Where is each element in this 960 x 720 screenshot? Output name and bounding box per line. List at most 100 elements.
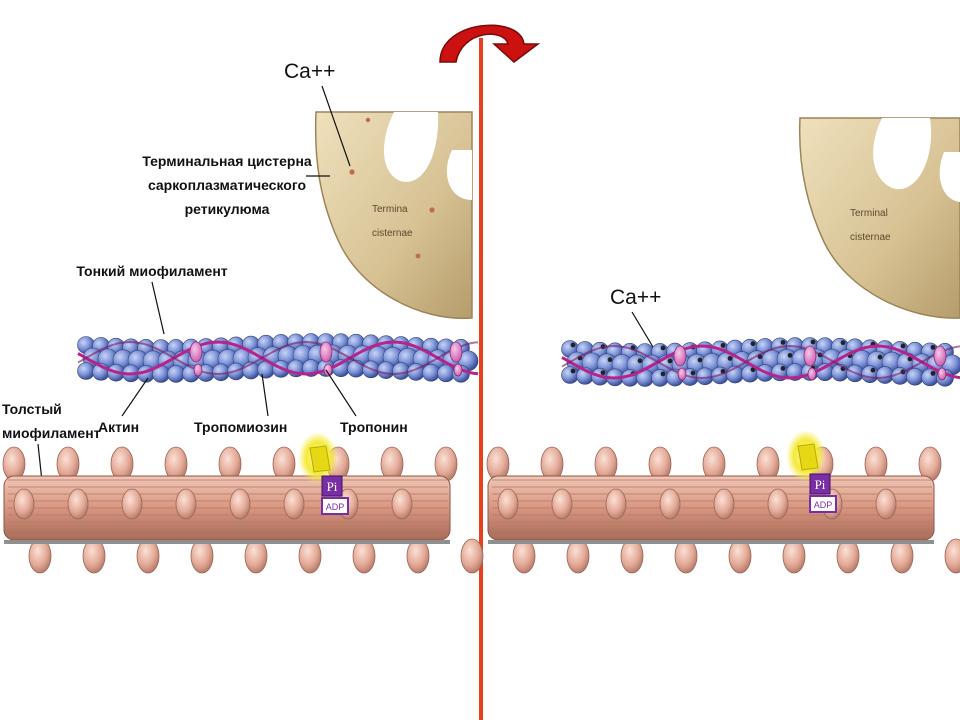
cistern-label-line-3: ретикулюма xyxy=(185,201,270,217)
curved-arrow-icon xyxy=(439,24,541,63)
myosin-head xyxy=(551,488,573,520)
troponin-complex xyxy=(323,363,333,377)
binding-site-dot xyxy=(697,357,703,363)
binding-site-dot xyxy=(637,358,643,364)
myosin-head xyxy=(460,538,484,574)
myosin-head xyxy=(620,538,644,574)
myosin-head xyxy=(121,488,143,520)
tropomyosin-pointer xyxy=(261,373,269,417)
troponin-pointer xyxy=(325,369,357,417)
right-terminal-cistern: Terminal cisternae xyxy=(798,117,960,319)
actin-pointer xyxy=(121,377,149,417)
binding-site-dot xyxy=(667,358,673,364)
left-pi-label: Pi xyxy=(327,479,338,494)
myosin-head xyxy=(229,488,251,520)
binding-site-dot xyxy=(720,343,726,348)
myosin-head xyxy=(782,538,806,574)
actin-bead xyxy=(561,366,579,384)
myosin-head xyxy=(944,538,960,574)
thick-filament-label-line-2: миофиламент xyxy=(2,425,101,441)
binding-site-dot xyxy=(930,344,936,350)
left-ca-pointer xyxy=(321,85,351,167)
right-cistern-inner-text-2: cisternae xyxy=(850,232,891,243)
myosin-head xyxy=(728,538,752,574)
binding-site-dot xyxy=(727,356,733,361)
right-atp-site: Pi ADP xyxy=(786,430,837,513)
myosin-head xyxy=(406,538,430,574)
myosin-head xyxy=(391,488,413,520)
binding-site-dot xyxy=(570,342,576,348)
myosin-head xyxy=(175,488,197,520)
myosin-head xyxy=(566,538,590,574)
actin-bead xyxy=(437,364,455,383)
troponin-complex xyxy=(449,341,463,363)
myosin-head xyxy=(28,538,52,574)
tropomyosin-label: Тропомиозин xyxy=(194,419,287,435)
myosin-head xyxy=(875,488,897,520)
binding-site-dot xyxy=(660,345,666,351)
cistern-label-line-2: саркоплазматического xyxy=(148,177,306,193)
troponin-complex xyxy=(677,367,687,381)
actin-bead xyxy=(921,368,939,387)
binding-site-dot xyxy=(750,367,756,373)
actin-bead xyxy=(861,365,879,383)
cistern-label-line-1: Терминальная цистерна xyxy=(142,153,312,169)
right-ca-label: Ca++ xyxy=(610,286,661,309)
binding-site-dot xyxy=(840,340,846,346)
left-adp-label: ADP xyxy=(326,502,345,512)
troponin-complex xyxy=(807,367,817,381)
binding-site-dot xyxy=(607,357,613,363)
myosin-head xyxy=(674,538,698,574)
binding-site-dot xyxy=(660,371,666,377)
myosin-head xyxy=(13,488,35,520)
actin-bead xyxy=(347,359,365,378)
tropomyosin-strand xyxy=(561,344,960,380)
myosin-head xyxy=(767,488,789,520)
myosin-head xyxy=(298,538,322,574)
actin-bead xyxy=(422,363,440,382)
right-panel: Terminal cisternae Ca++ Pi ADP xyxy=(486,117,960,574)
right-cistern-inner-text-1: Terminal xyxy=(850,208,888,219)
myosin-head xyxy=(512,538,536,574)
troponin-complex xyxy=(193,363,203,377)
myosin-head xyxy=(713,488,735,520)
myosin-head xyxy=(82,538,106,574)
myosin-head xyxy=(836,538,860,574)
myosin-head xyxy=(67,488,89,520)
left-atp-site: Pi ADP xyxy=(298,432,349,515)
myosin-head xyxy=(890,538,914,574)
troponin-complex xyxy=(803,345,817,367)
binding-site-dot xyxy=(570,368,576,374)
troponin-complex xyxy=(319,341,333,363)
myosin-head xyxy=(283,488,305,520)
myosin-head xyxy=(352,538,376,574)
right-pi-label: Pi xyxy=(815,477,826,492)
actin-bead xyxy=(651,369,669,387)
left-panel: Termina cisternae Ca++ Терминальная цист… xyxy=(2,60,484,574)
troponin-label: Тропонин xyxy=(340,419,408,435)
right-thin-filament xyxy=(561,337,960,387)
left-terminal-cistern: Termina cisternae xyxy=(314,111,473,320)
binding-site-dot xyxy=(787,352,793,358)
troponin-complex xyxy=(937,367,947,381)
thick-filament-label-line-1: Толстый xyxy=(2,401,62,417)
left-thin-filament xyxy=(77,333,479,383)
left-ca-label: Ca++ xyxy=(284,60,335,83)
binding-site-dot xyxy=(600,370,606,376)
actin-bead xyxy=(77,362,95,380)
left-cistern-inner-text-1: Termina xyxy=(372,204,408,215)
binding-site-dot xyxy=(780,365,786,371)
troponin-complex xyxy=(673,345,687,367)
tropomyosin-strand xyxy=(561,344,960,380)
binding-site-dot xyxy=(810,339,816,345)
binding-site-dot xyxy=(870,367,876,373)
right-thick-filament xyxy=(486,446,960,574)
tropomyosin-strand xyxy=(77,340,479,376)
actin-bead xyxy=(377,361,395,379)
troponin-complex xyxy=(933,345,947,367)
myosin-head xyxy=(244,538,268,574)
binding-site-dot xyxy=(780,339,786,345)
thin-filament-label: Тонкий миофиламент xyxy=(76,263,227,279)
left-cistern-inner-text-2: cisternae xyxy=(372,228,413,239)
troponin-complex xyxy=(189,341,203,363)
